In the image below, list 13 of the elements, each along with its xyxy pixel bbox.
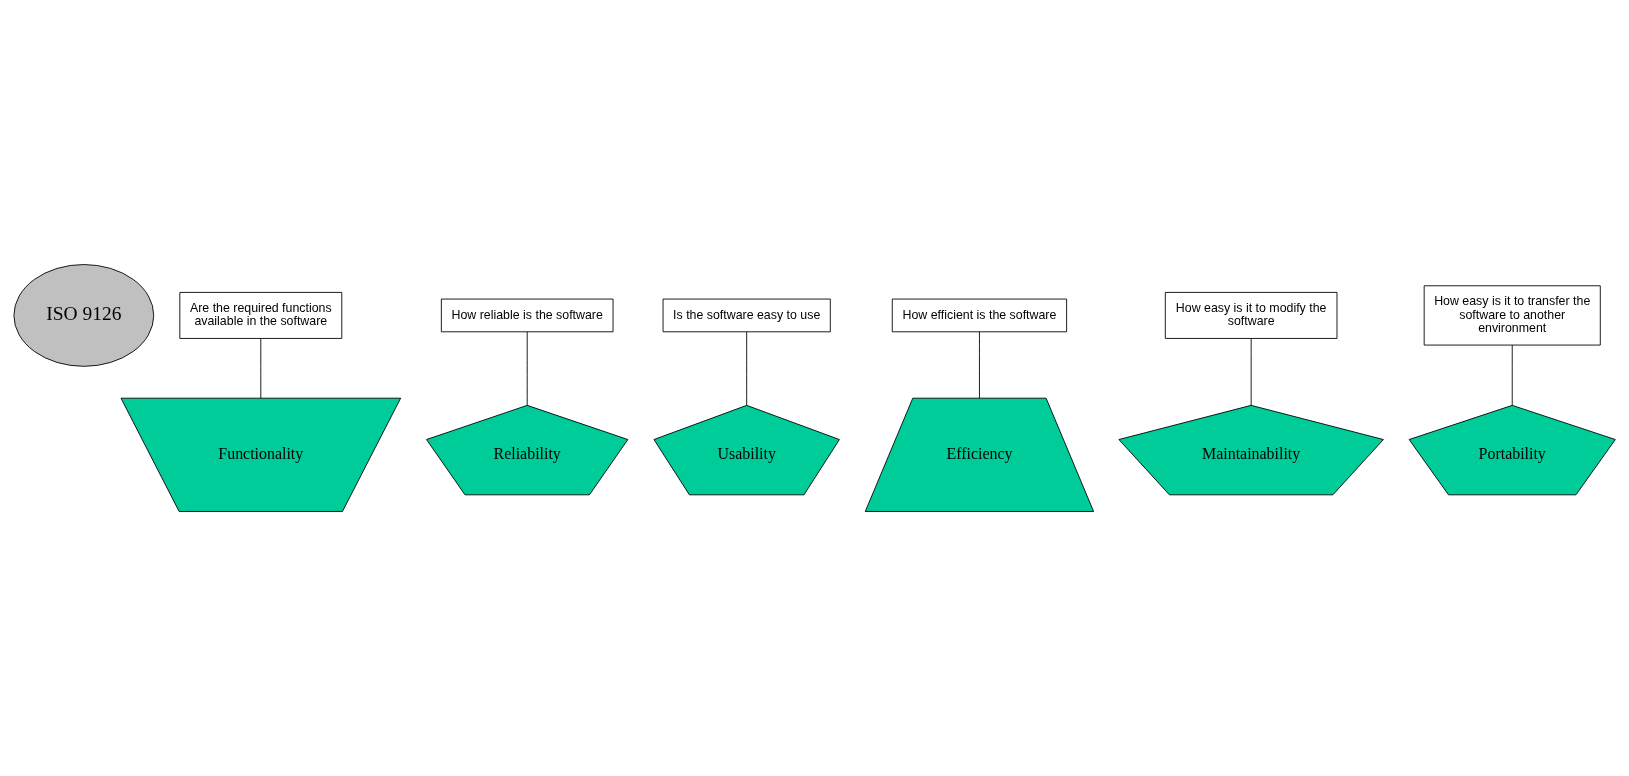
node-ellipse: ISO 9126 — [13, 264, 155, 367]
connector — [1511, 344, 1513, 406]
node-box: How easy is it to modify the software — [1164, 291, 1338, 339]
node-box: Are the required functions available in the software — [179, 291, 343, 339]
node-box: How efficient is the software — [891, 298, 1068, 333]
node-box: How reliable is the software — [440, 298, 614, 333]
connector — [979, 331, 980, 399]
connector — [526, 331, 528, 406]
connector — [746, 331, 748, 406]
connector — [260, 338, 262, 399]
node-box: How easy is it to transfer the software to another environment — [1423, 285, 1601, 346]
node-box: Is the software easy to use — [662, 298, 831, 333]
connector — [1250, 338, 1252, 406]
